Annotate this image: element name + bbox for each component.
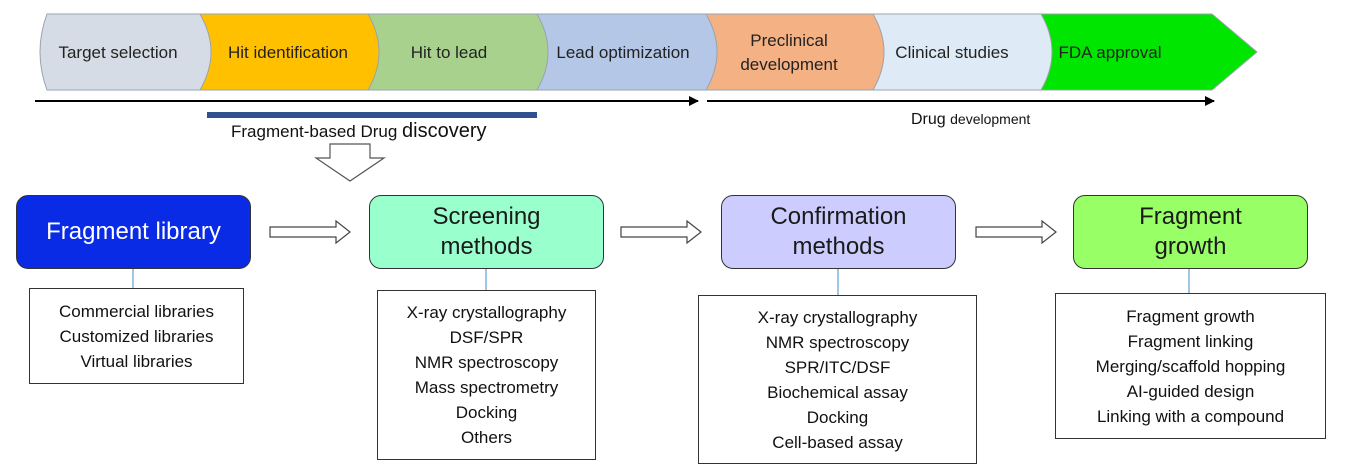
list-item: Docking <box>806 407 869 427</box>
stage-title: Confirmation methods <box>770 203 907 260</box>
right-arrow-icon <box>269 219 351 245</box>
list-item: NMR spectroscopy <box>765 332 910 352</box>
pipeline-label-hit-identification: Hit identification <box>228 43 348 62</box>
list-item: Biochemical assay <box>767 382 908 402</box>
stage-title: Fragment growth <box>1139 203 1242 260</box>
list-item: Mass spectrometry <box>414 378 559 397</box>
list-item: DSF/SPR <box>449 328 524 347</box>
pipeline-label-fda-approval: FDA approval <box>1059 43 1162 62</box>
pipeline-label-hit-to-lead: Hit to lead <box>411 43 488 62</box>
fbdd-caption: Fragment-based Drug discovery <box>231 120 487 142</box>
list-item: X-ray crystallography <box>406 303 567 322</box>
list-item: Fragment growth <box>1126 306 1255 326</box>
stage-title: Screening methods <box>432 203 541 260</box>
list-item: Docking <box>455 403 518 422</box>
list-item: Fragment linking <box>1127 331 1254 351</box>
right-arrow-icon <box>620 219 702 245</box>
list-item: Merging/scaffold hopping <box>1095 356 1286 376</box>
pipeline-label-target-selection: Target selection <box>58 43 177 62</box>
drug-development-caption: Drug development <box>911 111 1030 128</box>
pipeline-segment-preclinical-development <box>705 13 885 91</box>
list-item: NMR spectroscopy <box>414 353 559 372</box>
screening-methods-list: X-ray crystallography DSF/SPR NMR spectr… <box>377 290 596 460</box>
stage-title: Fragment library <box>46 218 221 245</box>
pipeline-segment-hit-identification <box>199 13 380 91</box>
pipeline-segment-lead-optimization <box>536 13 718 91</box>
down-arrow-icon <box>314 143 386 182</box>
fragment-growth-list: Fragment growth Fragment linking Merging… <box>1055 293 1326 439</box>
list-item: Customized libraries <box>59 326 214 346</box>
stage-confirmation-methods: Confirmation methods <box>721 195 956 269</box>
pipeline-segment-target-selection <box>39 13 212 91</box>
list-item: Commercial libraries <box>59 301 214 321</box>
list-item: X-ray crystallography <box>757 307 918 327</box>
fbdd-bar <box>207 112 537 118</box>
stage-screening-methods: Screening methods <box>369 195 604 269</box>
right-arrow-icon <box>975 219 1057 245</box>
stage-fragment-growth: Fragment growth <box>1073 195 1308 269</box>
pipeline-segment-clinical-studies <box>872 13 1053 91</box>
list-item: AI-guided design <box>1126 381 1255 401</box>
pipeline-label-lead-optimization: Lead optimization <box>556 43 689 62</box>
stage-fragment-library: Fragment library <box>16 195 251 269</box>
list-item: Linking with a compound <box>1096 406 1285 426</box>
list-item: SPR/ITC/DSF <box>784 357 891 377</box>
pipeline-label-clinical-studies: Clinical studies <box>895 43 1008 62</box>
confirmation-methods-list: X-ray crystallography NMR spectroscopy S… <box>698 295 977 464</box>
fragment-library-list: Commercial libraries Customized librarie… <box>29 288 244 384</box>
list-item: Cell-based assay <box>772 432 903 452</box>
list-item: Others <box>460 428 513 447</box>
pipeline-segment-hit-to-lead <box>367 13 549 91</box>
list-item: Virtual libraries <box>80 351 193 371</box>
